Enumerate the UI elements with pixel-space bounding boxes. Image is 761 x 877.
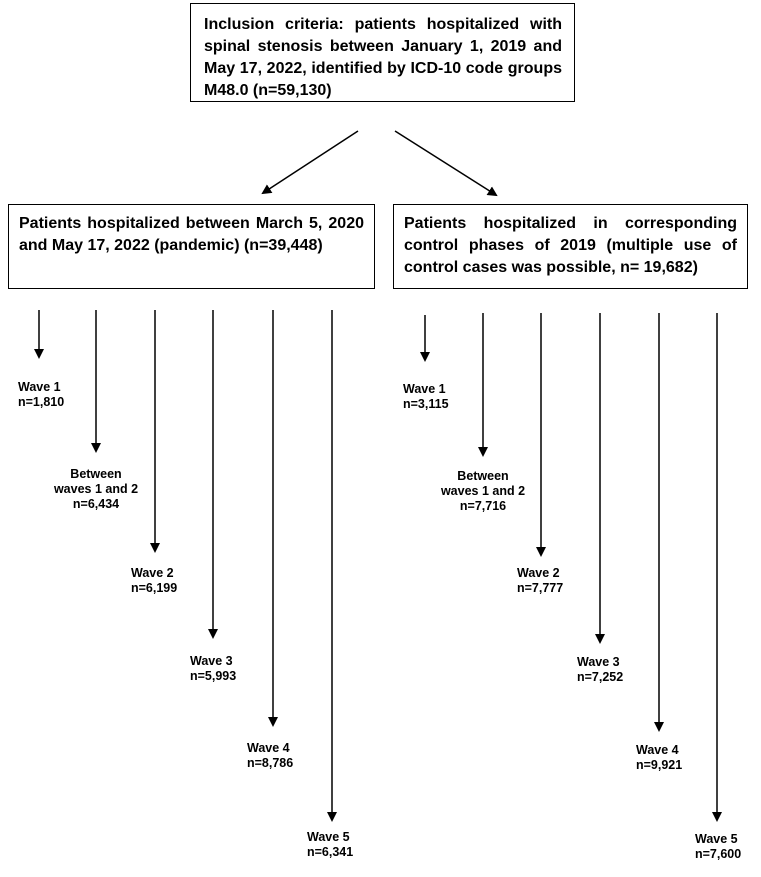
pandemic-box: Patients hospitalized between March 5, 2… <box>8 204 375 289</box>
inclusion-criteria-box: Inclusion criteria: patients hospitalize… <box>190 3 575 102</box>
arrow-to-pandemic <box>261 130 359 195</box>
arrow-to-control <box>394 130 498 197</box>
control-box: Patients hospitalized in corresponding c… <box>393 204 748 289</box>
